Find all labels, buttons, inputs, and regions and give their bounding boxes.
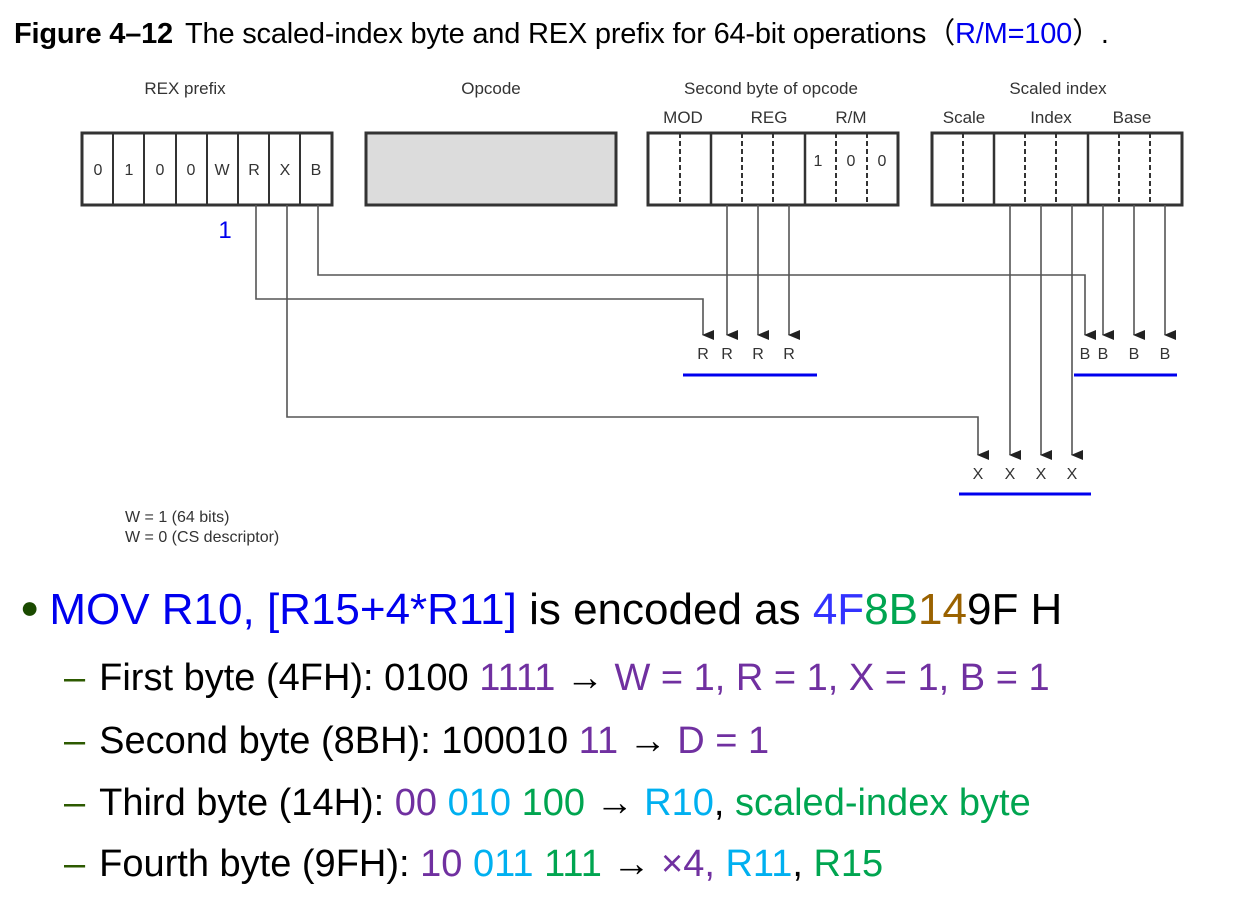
second-byte-bits: 11 xyxy=(578,720,619,762)
comma: , xyxy=(792,843,803,885)
reg-field-label: REG xyxy=(751,108,788,127)
instruction-text: MOV R10, [R15+4*R11] xyxy=(49,585,517,634)
dash-icon: – xyxy=(64,782,86,824)
encoding-byte-3: 14 xyxy=(918,585,967,634)
b-target-0: B xyxy=(1080,346,1091,363)
second-byte-box: 1 0 0 xyxy=(646,131,900,207)
fourth-byte-base-reg: R15 xyxy=(802,843,884,885)
scale-field-label: Scale xyxy=(943,108,986,127)
caption-text: The scaled-index byte and REX prefix for… xyxy=(185,18,927,50)
scaled-index-box xyxy=(930,131,1184,207)
third-byte-reg: R10 xyxy=(644,782,714,824)
fourth-byte-base-bits: 111 xyxy=(533,843,602,885)
comma: , xyxy=(713,782,725,824)
encoding-byte-1: 4F xyxy=(812,585,865,634)
dash-icon: – xyxy=(64,720,86,762)
rm-field-label: R/M xyxy=(835,108,866,127)
w-notes: W = 1 (64 bits) W = 0 (CS descriptor) xyxy=(125,508,279,548)
index-field-label: Index xyxy=(1030,108,1072,127)
third-byte-desc: scaled-index byte xyxy=(724,782,1031,824)
fourth-byte-scale-bits: 10 xyxy=(420,843,463,885)
encoding-byte-4: 9F H xyxy=(966,585,1063,634)
figure-caption: Figure 4–12 The scaled-index byte and REX… xyxy=(14,10,1109,52)
b-target-3: B xyxy=(1160,346,1171,363)
rex-bit-1: 1 xyxy=(125,162,134,179)
caption-highlight: R/M=100 xyxy=(955,18,1073,50)
scaled-index-label: Scaled index xyxy=(1009,79,1107,98)
b-target-1: B xyxy=(1098,346,1109,363)
third-byte-scale-bits: 00 xyxy=(394,782,438,824)
arrow-icon: → xyxy=(618,720,678,762)
x-target-0: X xyxy=(973,466,984,483)
second-byte-label: Second byte of opcode xyxy=(684,79,858,98)
sub-bullet-fourth-byte: –Fourth byte (9FH): 10 011 111 → ×4, R11… xyxy=(64,843,883,886)
rex-bit-3: 0 xyxy=(187,162,196,179)
bullet-dot-icon: ● xyxy=(20,589,40,625)
r-target-2: R xyxy=(752,346,764,363)
x-target-3: X xyxy=(1067,466,1078,483)
first-byte-prefix: First byte (4FH): 0100 xyxy=(99,657,480,699)
b-target-2: B xyxy=(1129,346,1140,363)
rex-bit-b: B xyxy=(311,162,322,179)
rex-diagram: REX prefix Opcode Second byte of opcode … xyxy=(80,79,1184,496)
r-target-1: R xyxy=(721,346,733,363)
rex-bit-r: R xyxy=(248,162,260,179)
rex-bit-2: 0 xyxy=(156,162,165,179)
rm-bit-0: 1 xyxy=(814,153,823,170)
rex-bit-x: X xyxy=(280,162,291,179)
figure-label: Figure 4–12 xyxy=(14,18,173,50)
third-byte-base-bits: 100 xyxy=(511,782,586,824)
fourth-byte-index-bits: 011 xyxy=(462,843,534,885)
third-byte-prefix: Third byte (14H): xyxy=(99,782,395,824)
caption-paren-close: ）. xyxy=(1072,18,1109,50)
rex-bit-0: 0 xyxy=(94,162,103,179)
r-connector xyxy=(255,205,714,340)
mod-field-label: MOD xyxy=(663,108,703,127)
r-target-0: R xyxy=(697,346,709,363)
first-byte-bits: 1111 xyxy=(479,657,556,699)
dash-icon: – xyxy=(64,843,86,885)
rex-prefix-box: 0 1 0 0 W R X B xyxy=(80,131,334,207)
caption-paren-open: （ xyxy=(926,18,956,50)
arrow-icon: → xyxy=(555,657,615,699)
arrow-icon: → xyxy=(601,843,661,885)
rm-bit-1: 0 xyxy=(847,153,856,170)
w-note-64bit: W = 1 (64 bits) xyxy=(125,509,230,526)
r-target-3: R xyxy=(783,346,795,363)
fourth-byte-scale: ×4, xyxy=(661,843,715,885)
second-byte-prefix: Second byte (8BH): 100010 xyxy=(99,720,579,762)
w-value: 1 xyxy=(218,217,231,244)
main-bullet: ●MOV R10, [R15+4*R11] is encoded as 4F8B… xyxy=(20,585,1062,635)
sub-bullet-second-byte: –Second byte (8BH): 100010 11 → D = 1 xyxy=(64,720,769,763)
dash-icon: – xyxy=(64,657,86,699)
fourth-byte-index-reg: R11 xyxy=(714,843,793,885)
rex-prefix-label: REX prefix xyxy=(144,79,226,98)
encoded-as-text: is encoded as xyxy=(516,585,813,634)
sub-bullet-third-byte: –Third byte (14H): 00 010 100 → R10, sca… xyxy=(64,782,1031,825)
sub-bullet-first-byte: –First byte (4FH): 0100 1111 → W = 1, R … xyxy=(64,657,1050,700)
x-target-1: X xyxy=(1005,466,1016,483)
opcode-label: Opcode xyxy=(461,79,521,98)
third-byte-index-bits: 010 xyxy=(437,782,512,824)
arrow-icon: → xyxy=(585,782,645,824)
rm-bit-2: 0 xyxy=(878,153,887,170)
x-target-2: X xyxy=(1036,466,1047,483)
opcode-box xyxy=(364,131,618,207)
base-field-label: Base xyxy=(1113,108,1152,127)
x-connector xyxy=(286,205,989,460)
fourth-byte-prefix: Fourth byte (9FH): xyxy=(99,843,421,885)
encoding-byte-2: 8B xyxy=(864,585,919,634)
b-connector xyxy=(317,205,1096,340)
w-note-cs: W = 0 (CS descriptor) xyxy=(125,529,280,546)
second-byte-result: D = 1 xyxy=(677,720,770,762)
rex-bit-w: W xyxy=(214,162,230,179)
first-byte-result: W = 1, R = 1, X = 1, B = 1 xyxy=(614,657,1050,699)
